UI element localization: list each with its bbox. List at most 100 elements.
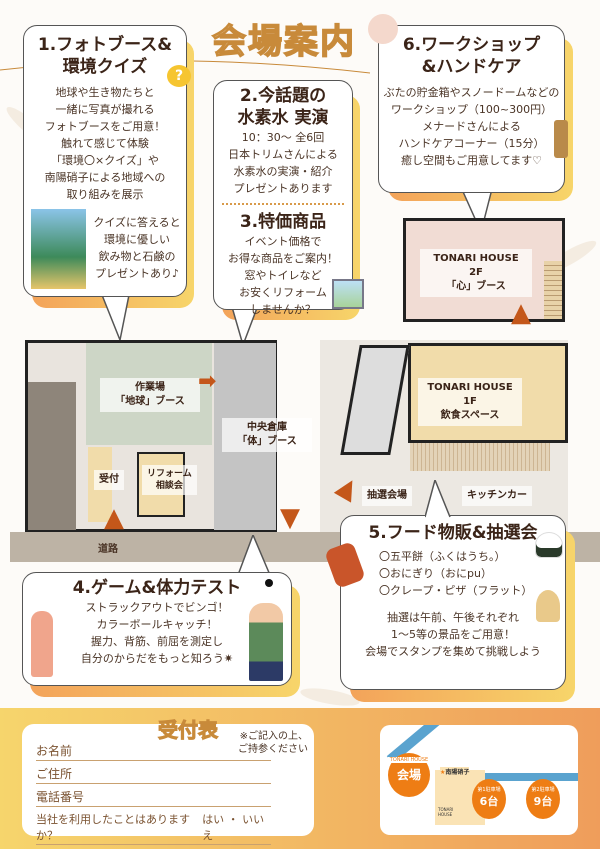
line: ストラックアウトでビンゴ！ bbox=[85, 601, 229, 614]
central-booth: 「体」ブース bbox=[237, 436, 297, 447]
phone-label: 電話番号 bbox=[36, 790, 85, 804]
line: 癒し空間もご用意してます♡ bbox=[401, 154, 542, 167]
floor-2f-booth: 「心」ブース bbox=[446, 281, 506, 292]
floor-1f-label: TONARI HOUSE 1F 飲食スペース bbox=[418, 378, 522, 426]
reform-label: リフォーム相談会 bbox=[142, 465, 197, 495]
question-bubble-icon: ? bbox=[167, 65, 191, 87]
divider bbox=[222, 203, 344, 205]
line: フォトブースをご用意！ bbox=[44, 120, 166, 133]
usage-question-field[interactable]: 当社を利用したことはありますか？ はい ・ いいえ bbox=[36, 811, 271, 845]
heading: 5.フード物販&抽選会 bbox=[368, 523, 538, 543]
line: イベント価格で bbox=[244, 235, 322, 248]
heading: 2.今話題の bbox=[239, 86, 327, 106]
lottery-label: 抽選会場 bbox=[362, 486, 412, 506]
tonari-map-label: TONARI HOUSE bbox=[438, 807, 454, 817]
line: プレゼントあります bbox=[233, 182, 333, 195]
line: 握力、背筋、前屈を測定し bbox=[91, 635, 223, 648]
reception-form bbox=[22, 724, 314, 836]
onigiri-icon bbox=[535, 532, 563, 558]
box5-tail bbox=[425, 480, 451, 518]
star-icon: ★ bbox=[440, 769, 446, 776]
venue-tag: TONARI HOUSE bbox=[388, 757, 430, 763]
nanyo-marker: ★南陽硝子 bbox=[440, 767, 470, 776]
workshop-person-icon bbox=[368, 14, 398, 44]
up-arrow-icon: ▲ bbox=[104, 503, 124, 533]
floor-1f-name: TONARI HOUSE 1F bbox=[427, 382, 513, 407]
ball-throw-icon bbox=[265, 579, 273, 587]
line: 環境に優しい bbox=[104, 233, 170, 246]
reception-label: 受付 bbox=[94, 470, 124, 490]
kitchen-car-label: キッチンカー bbox=[462, 486, 532, 506]
name-field[interactable]: お名前 bbox=[36, 742, 271, 761]
phone-field[interactable]: 電話番号 bbox=[36, 788, 271, 807]
line: ワークショップ（100~300円） bbox=[390, 103, 553, 116]
down-arrow-icon: ▼ bbox=[280, 503, 300, 533]
heading: 4.ゲーム&体力テスト bbox=[72, 578, 242, 598]
description: ぶたの貯金箱やスノードームなどの ワークショップ（100~300円） メナードさ… bbox=[379, 84, 564, 169]
parking-1-count: 6台 bbox=[479, 795, 499, 808]
line: しませんか？ bbox=[250, 303, 316, 316]
floor-1f-space: 飲食スペース bbox=[440, 410, 500, 421]
heading: 1.フォトブース& bbox=[37, 35, 173, 55]
central-label: 中央倉庫「体」ブース bbox=[222, 418, 312, 452]
address-field[interactable]: ご住所 bbox=[36, 765, 271, 784]
food-item: 〇クレープ・ピザ（フラット） bbox=[379, 584, 533, 597]
form-title: 受付表 bbox=[158, 718, 219, 743]
line: プレゼントあり♪ bbox=[94, 267, 180, 280]
parking-2-label: 第2駐車場 bbox=[531, 787, 555, 793]
parking-1-marker: 第1駐車場 6台 bbox=[472, 779, 506, 819]
reform-name: リフォーム bbox=[147, 469, 192, 479]
lottery-text: 抽選は午前、午後それぞれ 1～5等の景品をご用意！ 会場でスタンプを集めて挑戦し… bbox=[341, 609, 565, 660]
line: ハンドケアコーナー（15分） bbox=[398, 137, 545, 150]
venue-label: 会場 bbox=[396, 768, 421, 782]
work-area-booth: 「地球」ブース bbox=[115, 396, 185, 407]
line: 触れて感じて体験 bbox=[61, 137, 149, 150]
workshop-box: 6.ワークショップ &ハンドケア ぶたの貯金箱やスノードームなどの ワークショッ… bbox=[378, 25, 565, 193]
line: 抽選は午前、午後それぞれ bbox=[387, 611, 519, 624]
box4-tail bbox=[238, 535, 271, 576]
line: 南陽硝子による地域への bbox=[44, 171, 166, 184]
line: カラーボールキャッチ！ bbox=[96, 618, 218, 631]
deck bbox=[410, 443, 550, 471]
earth-family-illustration bbox=[31, 209, 86, 289]
window-icon bbox=[332, 279, 364, 309]
man-flexing-illustration bbox=[249, 603, 283, 681]
address-label: ご住所 bbox=[36, 767, 73, 781]
line: 飲み物と石鹸の bbox=[98, 250, 176, 263]
name-label: お名前 bbox=[36, 744, 73, 758]
heading: 6.ワークショップ bbox=[402, 35, 541, 55]
box1-tail bbox=[99, 290, 131, 343]
map-road bbox=[435, 773, 578, 781]
form-note: ご持参ください bbox=[238, 744, 308, 755]
hydrogen-water-box: 2.今話題の 水素水 実演 10：30～ 全6回 日本トリムさんによる 水素水の… bbox=[213, 80, 364, 316]
line: 日本トリムさんによる bbox=[228, 148, 338, 161]
line: 一緒に写真が撮れる bbox=[55, 103, 155, 116]
line: 取り組みを展示 bbox=[66, 188, 144, 201]
heading: 環境クイズ bbox=[62, 57, 148, 77]
food-list: 〇五平餅（ふくはうち。） 〇おにぎり（おにpu） 〇クレープ・ピザ（フラット） bbox=[341, 548, 565, 599]
line: 地球や生き物たちと bbox=[55, 86, 155, 99]
floor-2f: TONARI HOUSE 2F「心」ブース bbox=[403, 218, 565, 322]
venue-marker: TONARI HOUSE 会場 bbox=[388, 753, 430, 797]
quiz-text: クイズに答えると 環境に優しい 飲み物と石鹸の プレゼントあり♪ bbox=[88, 214, 186, 282]
yes-no-choice[interactable]: はい ・ いいえ bbox=[202, 813, 265, 842]
food-item: 〇おにぎり（おにpu） bbox=[379, 567, 492, 580]
line: 窓やトイレなど bbox=[244, 269, 322, 282]
game-box: 4.ゲーム&体力テスト ストラックアウトでビンゴ！ カラーボールキャッチ！ 握力… bbox=[22, 572, 292, 686]
up-arrow-icon: ▲ bbox=[511, 298, 531, 328]
crepe-icon bbox=[536, 590, 560, 622]
heading: 3.特価商品 bbox=[239, 212, 327, 232]
food-item: 〇五平餅（ふくはうち。） bbox=[379, 550, 506, 563]
work-area-label: 作業場「地球」ブース bbox=[100, 378, 200, 412]
parking-1-label: 第1駐車場 bbox=[477, 787, 501, 793]
line: 自分のからだをもっと知ろう✷ bbox=[80, 652, 234, 665]
line: お安くリフォーム bbox=[239, 286, 327, 299]
line: メナードさんによる bbox=[422, 120, 521, 133]
line: 「環境〇×クイズ」や bbox=[51, 154, 159, 167]
page-title: 会場案内 bbox=[211, 21, 356, 63]
question-label: 当社を利用したことはありますか？ bbox=[36, 813, 190, 842]
line: お得な商品をご案内！ bbox=[228, 252, 338, 265]
form-note-block: ※ご記入の上、ご持参ください bbox=[238, 730, 308, 756]
heading: 水素水 実演 bbox=[237, 108, 329, 128]
photo-booth-box: 1.フォトブース& 環境クイズ 地球や生き物たちと 一緒に写真が撮れる フォトブ… bbox=[23, 25, 187, 297]
